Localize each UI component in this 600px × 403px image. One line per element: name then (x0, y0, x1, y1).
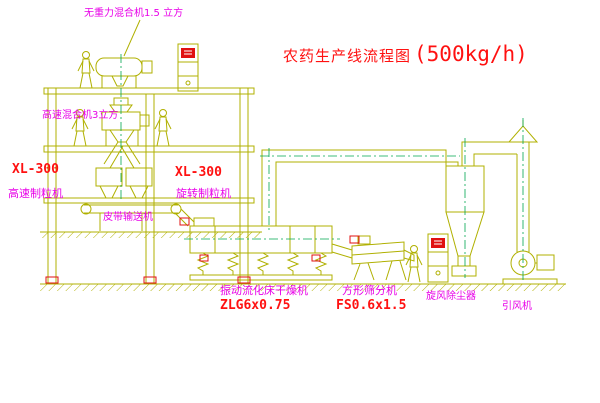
exhaust-duct (261, 149, 459, 226)
granulators (95, 167, 153, 199)
fluid-bed-dryer (189, 217, 333, 281)
cyclone-outlet-duct (461, 141, 529, 166)
red-fittings (45, 217, 360, 284)
label-floor2-mixer: 高速混合机3立方 (42, 110, 119, 121)
worker-figures (71, 51, 423, 283)
label-granulator-mid-model: XL-300 (175, 165, 222, 180)
dryer-discharge-chute (331, 243, 353, 259)
label-sieve-name: 方形筛分机 (342, 284, 397, 297)
gravity-free-mixer (95, 19, 153, 88)
label-granulator-mid-name: 旋转制粒机 (176, 187, 231, 200)
label-top-mixer: 无重力混合机1.5 立方 (84, 8, 184, 19)
centerlines (120, 54, 524, 282)
label-dryer-model: ZLG6x0.75 (220, 298, 291, 313)
title-text: 农药生产线流程图 (283, 47, 412, 65)
y-splitter-pipe (103, 141, 141, 169)
label-granulator-left-model: XL-300 (12, 162, 59, 177)
label-fan: 引风机 (502, 301, 532, 312)
label-sieve-model: FS0.6x1.5 (336, 298, 407, 313)
label-cyclone: 旋风除尘器 (426, 291, 476, 302)
induced-draft-fan (502, 250, 558, 285)
label-dryer-name: 振动流化床干燥机 (220, 284, 308, 297)
ground-line (40, 283, 566, 291)
control-cabinet-lower (427, 233, 449, 283)
label-granulator-left-name: 高速制粒机 (8, 187, 63, 200)
drawing-title: 农药生产线流程图 (500kg/h) (283, 42, 528, 66)
title-capacity: (500kg/h) (414, 42, 528, 66)
square-sieve (351, 235, 415, 281)
high-speed-mixer (101, 97, 150, 146)
control-cabinet-upper (177, 43, 199, 92)
label-belt-conveyor: 皮带输送机 (103, 212, 153, 223)
